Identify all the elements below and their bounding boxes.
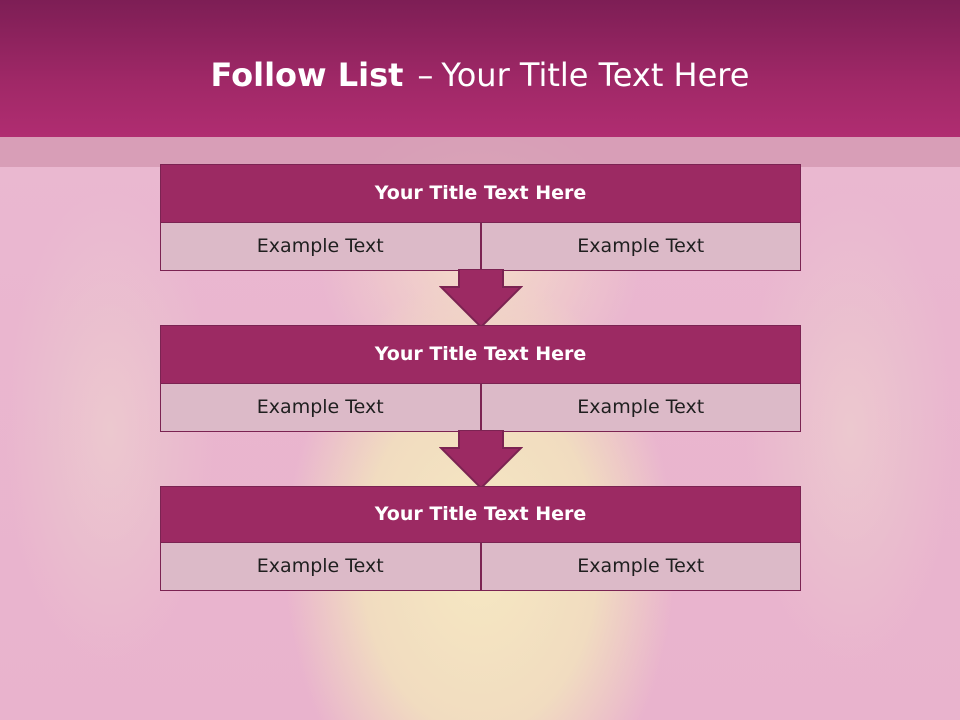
block-1-heading: Your Title Text Here (161, 165, 800, 223)
block-3-heading: Your Title Text Here (161, 487, 800, 543)
slide-title-rest: Your Title Text Here (441, 56, 750, 94)
down-arrow-icon (439, 269, 523, 329)
block-2-heading: Your Title Text Here (161, 326, 800, 384)
block-2-right-cell: Example Text (479, 384, 800, 431)
list-block-3: Your Title Text Here Example Text Exampl… (160, 486, 801, 591)
slide-title-separator: – (417, 56, 434, 94)
block-1-row: Example Text Example Text (161, 223, 800, 270)
block-2-left-cell: Example Text (161, 384, 480, 431)
block-1-left-cell: Example Text (161, 223, 480, 270)
title-bar-band (0, 137, 960, 167)
block-2-row: Example Text Example Text (161, 384, 800, 431)
block-3-right-cell: Example Text (479, 543, 800, 590)
block-3-left-cell: Example Text (161, 543, 480, 590)
block-3-row: Example Text Example Text (161, 543, 800, 590)
title-bar (0, 0, 960, 137)
list-block-2: Your Title Text Here Example Text Exampl… (160, 325, 801, 432)
block-1-right-cell: Example Text (479, 223, 800, 270)
list-block-1: Your Title Text Here Example Text Exampl… (160, 164, 801, 271)
down-arrow-icon (439, 430, 523, 490)
slide-title: Follow List–Your Title Text Here (0, 55, 960, 95)
slide-title-bold: Follow List (210, 56, 404, 94)
